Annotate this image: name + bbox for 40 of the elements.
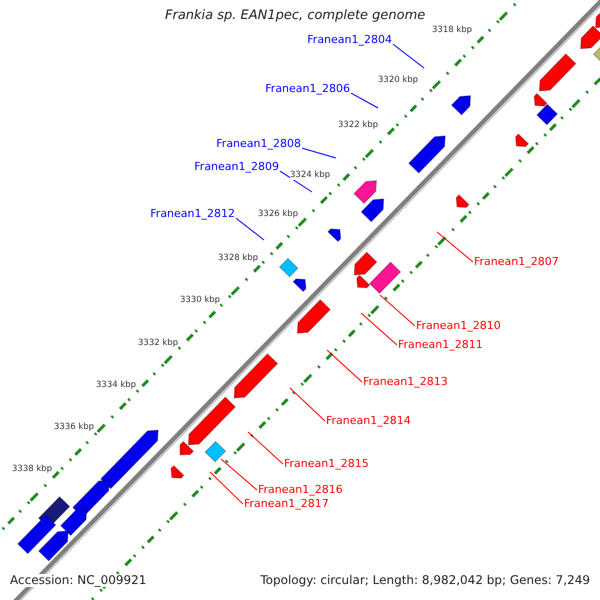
gene-label: Franean1_2806 — [265, 83, 350, 96]
scale-label: 3330 kbp — [180, 296, 220, 306]
gene-label: Franean1_2808 — [216, 138, 301, 150]
leader-line — [290, 388, 326, 422]
gene-label: Franean1_2810 — [416, 320, 501, 332]
gene-label: Franean1_2816 — [258, 484, 343, 496]
scale-label: 3328 kbp — [218, 254, 258, 264]
leader-line — [436, 232, 474, 263]
title: Frankia sp. EAN1pec, complete genome — [165, 9, 426, 24]
scale-label: 3336 kbp — [54, 423, 94, 432]
leader-line — [236, 218, 264, 240]
scale-label: 3332 kbp — [138, 339, 178, 348]
leader-line — [350, 92, 378, 108]
scale-label: 3318 kbp — [432, 26, 472, 36]
scale-label: 3338 kbp — [12, 465, 52, 474]
leader-line — [280, 170, 312, 192]
scale-label: 3326 kbp — [258, 210, 298, 220]
scale-label: 3320 kbp — [378, 76, 418, 86]
leader-line — [360, 312, 398, 346]
scale-label: 3324 kbp — [290, 171, 330, 180]
leader-line — [220, 458, 258, 491]
leader-line — [326, 350, 362, 383]
gene-label: Franean1_2817 — [244, 498, 329, 510]
leader-line — [380, 294, 416, 327]
leader-line — [392, 44, 424, 68]
gene-label: Franean1_2804 — [307, 34, 392, 46]
gene-label: Franean1_2807 — [474, 256, 559, 268]
leader-line — [210, 472, 244, 505]
leader-line — [248, 432, 284, 465]
scale-label: 3334 kbp — [96, 381, 136, 390]
gene-label: Franean1_2815 — [284, 458, 369, 470]
gene-label: Franean1_2813 — [363, 376, 448, 388]
genome-info-text: Topology: circular; Length: 8,982,042 bp; Genes: 7,249 — [260, 574, 590, 588]
scale-label: 3322 kbp — [338, 121, 378, 130]
accession-text: Accession: NC_009921 — [10, 574, 146, 588]
gene-label: Franean1_2814 — [326, 415, 411, 428]
gene-label: Franean1_2809 — [194, 161, 279, 174]
gene-label: Franean1_2812 — [150, 208, 235, 220]
leader-line — [302, 148, 336, 158]
gene-label: Franean1_2811 — [398, 339, 483, 352]
